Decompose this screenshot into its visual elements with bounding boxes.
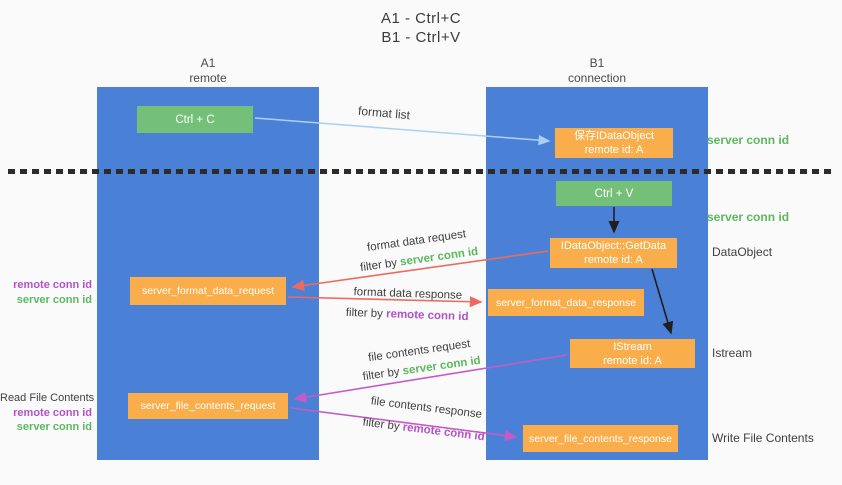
node-ctrl-v-label: Ctrl + V xyxy=(594,187,634,200)
node-server-file-contents-response-label: server_file_contents_response xyxy=(528,432,672,445)
node-istream: IStream remote id: A xyxy=(570,339,695,368)
label-file-remote-conn-id: remote conn id xyxy=(13,406,92,419)
node-server-file-contents-response: server_file_contents_response xyxy=(523,425,678,452)
node-ctrl-c: Ctrl + C xyxy=(137,106,253,133)
label-istream: Istream xyxy=(712,346,753,360)
label-format-data-response: format data response filter by remote co… xyxy=(329,281,485,328)
node-server-format-data-response: server_format_data_response xyxy=(488,289,644,316)
node-server-format-data-response-label: server_format_data_response xyxy=(495,296,637,309)
label-format-data-request: format data request filter by server con… xyxy=(341,222,495,281)
label-format-list: format list xyxy=(357,103,411,123)
boundary-dashed-line xyxy=(8,169,835,174)
label-file-server-conn-id: server conn id xyxy=(16,421,92,433)
node-save-idataobject-line1: 保存IDataObject xyxy=(573,130,655,142)
label-server-conn-id-mid: server conn id xyxy=(707,210,790,224)
node-server-format-data-request: server_format_data_request xyxy=(130,277,286,305)
label-server-conn-id-top: server conn id xyxy=(707,133,790,147)
node-server-format-data-request-label: server_format_data_request xyxy=(142,285,274,297)
keyword-remote-conn-id: remote conn id xyxy=(401,421,486,444)
node-ctrl-c-label: Ctrl + C xyxy=(175,113,215,126)
label-dataobject: DataObject xyxy=(712,245,773,259)
node-istream-line1: IStream xyxy=(613,340,652,353)
title-line-b1: B1 - Ctrl+V xyxy=(381,29,461,46)
node-server-file-contents-request-label: server_file_contents_request xyxy=(140,400,276,412)
label-write-file-contents: Write File Contents xyxy=(712,431,814,445)
label-format-remote-conn-id: remote conn id xyxy=(13,279,92,291)
node-save-idataobject: 保存IDataObject remote id: A xyxy=(555,128,673,158)
label-format-conn-ids: remote conn id server conn id xyxy=(0,278,92,307)
label-file-contents-request: file contents request filter by server c… xyxy=(346,332,495,388)
node-save-idataobject-line2: remote id: A xyxy=(584,144,644,156)
node-idataobject-getdata: IDataObject::GetData remote id: A xyxy=(550,238,677,268)
label-format-server-conn-id: server conn id xyxy=(16,293,92,306)
column-b1-subtitle: connection xyxy=(567,71,627,85)
label-file-contents-response: file contents response filter by remote … xyxy=(348,388,502,450)
node-ctrl-v: Ctrl + V xyxy=(556,181,672,206)
node-server-file-contents-request: server_file_contents_request xyxy=(128,393,288,419)
label-read-file-contents-block: Read File Contents remote conn id server… xyxy=(0,391,95,435)
column-header-a1: A1 remote xyxy=(97,56,319,86)
node-idataobject-getdata-line1: IDataObject::GetData xyxy=(560,240,667,252)
keyword-remote-conn-id: remote conn id xyxy=(385,308,469,324)
column-a1-subtitle: remote xyxy=(189,71,227,85)
column-header-b1: B1 connection xyxy=(486,56,708,86)
node-idataobject-getdata-line2: remote id: A xyxy=(584,254,643,266)
node-istream-line2: remote id: A xyxy=(603,354,662,367)
diagram-title: A1 - Ctrl+C B1 - Ctrl+V xyxy=(0,9,842,47)
label-format-data-response-filter: filter by remote conn id xyxy=(345,306,469,324)
column-a1-name: A1 xyxy=(200,56,216,70)
label-read-file-contents: Read File Contents xyxy=(0,392,95,404)
title-line-a1: A1 - Ctrl+C xyxy=(380,10,462,27)
column-b1-name: B1 xyxy=(589,56,605,70)
